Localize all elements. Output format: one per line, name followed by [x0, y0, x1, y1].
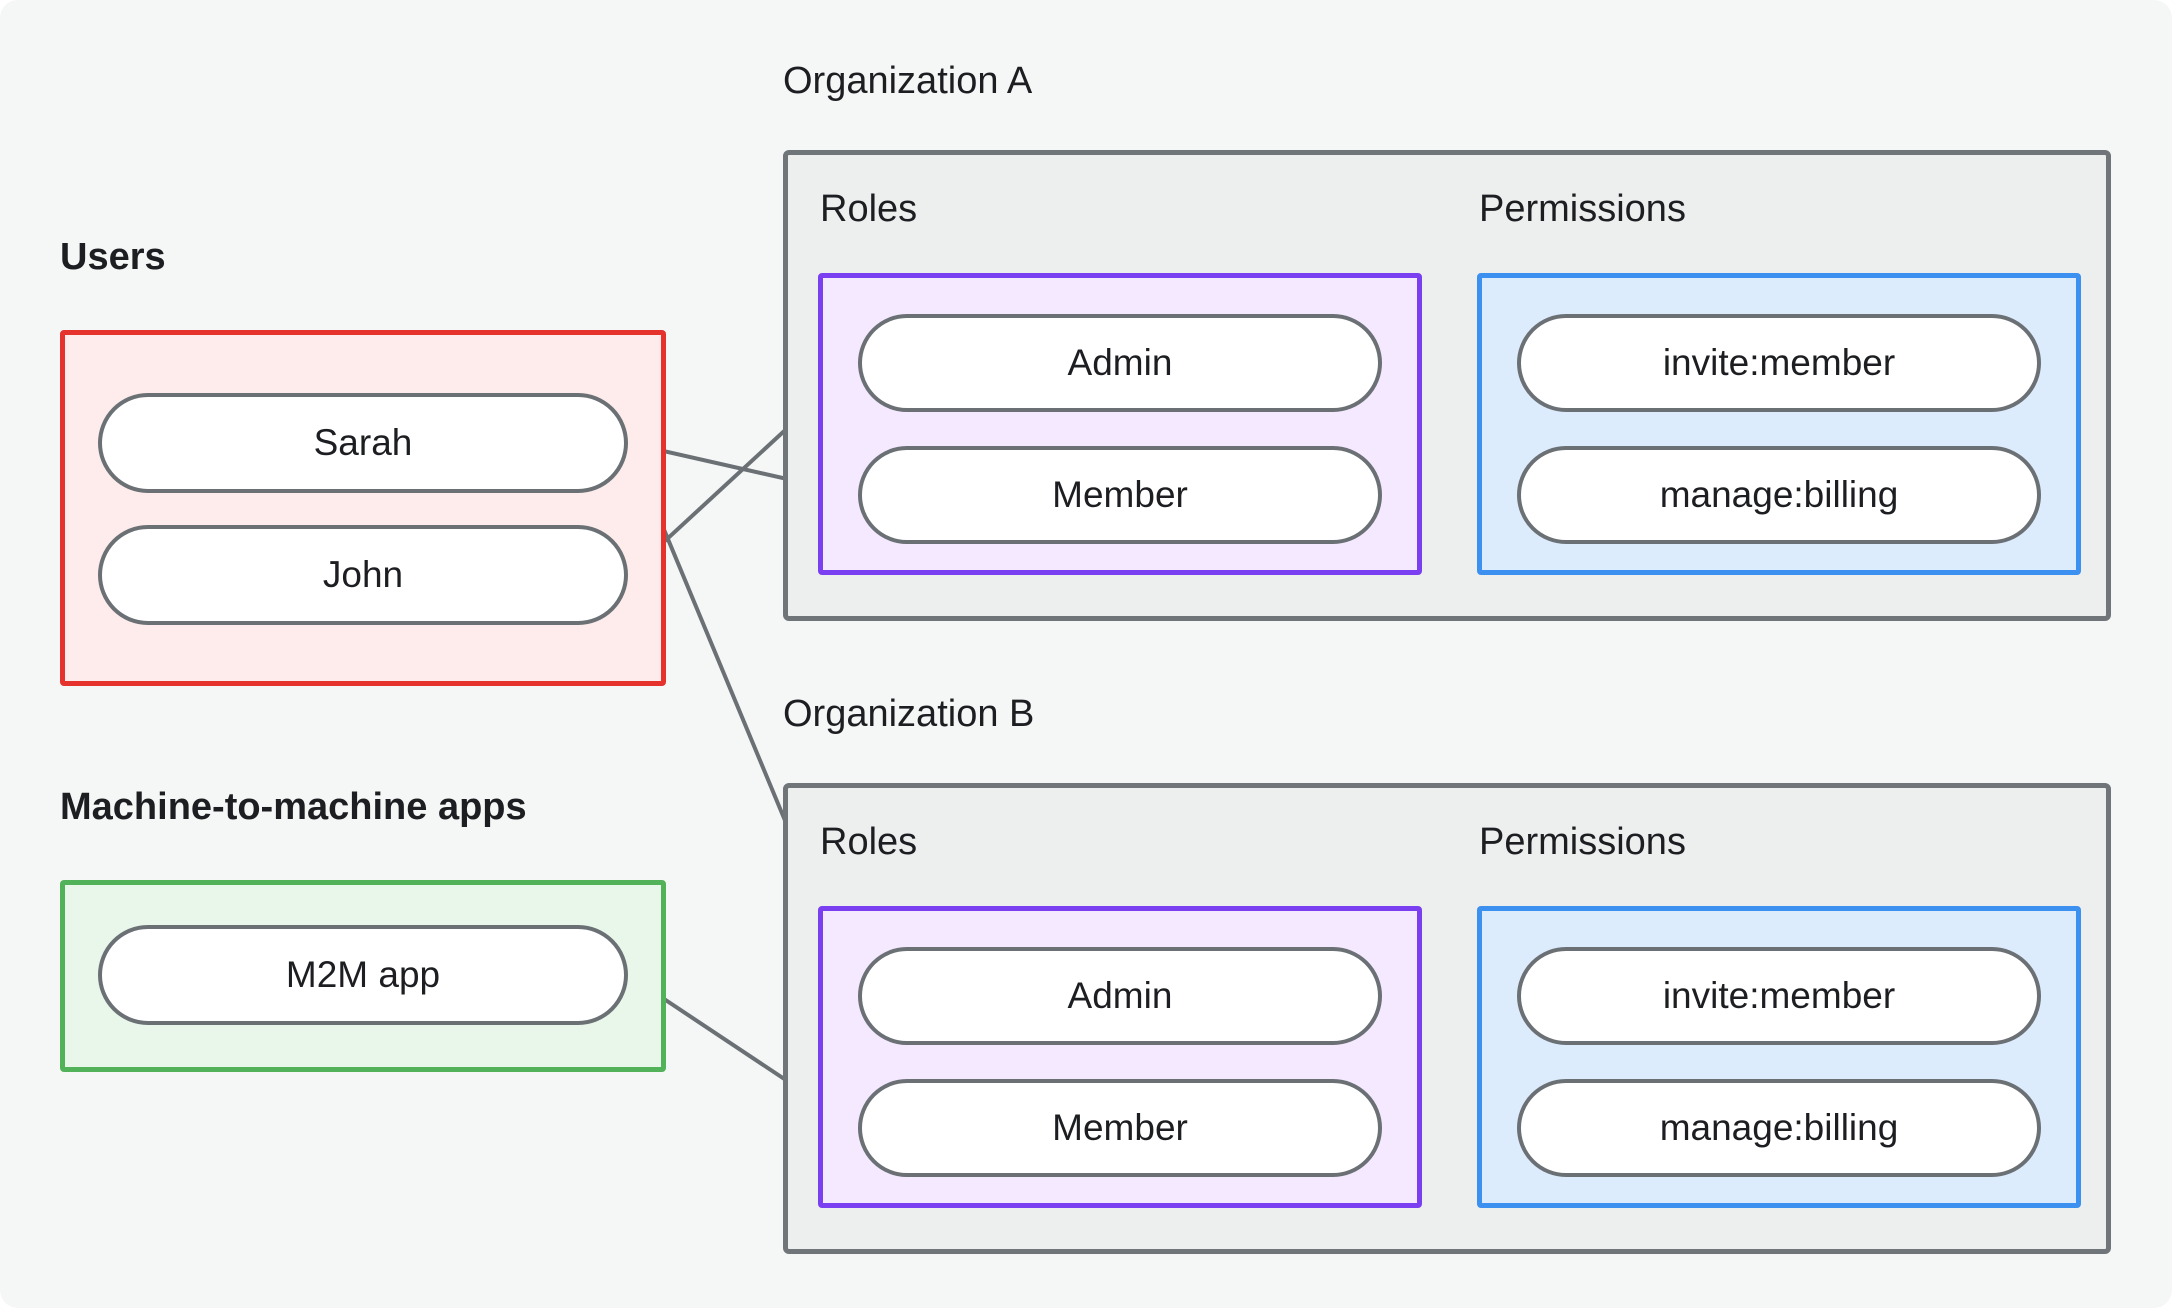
node-sarah[interactable]: Sarah	[98, 393, 628, 493]
org-b-permissions-label: Permissions	[1479, 821, 1686, 863]
node-m2m-app[interactable]: M2M app	[98, 925, 628, 1025]
org-a-roles-label: Roles	[820, 188, 918, 230]
org-b-roles-label: Roles	[820, 821, 918, 863]
org-a-permissions-label: Permissions	[1479, 188, 1686, 230]
node-org-a-role-admin[interactable]: Admin	[858, 314, 1382, 412]
node-org-a-perm-manage-billing[interactable]: manage:billing	[1517, 446, 2041, 544]
node-org-b-role-member[interactable]: Member	[858, 1079, 1382, 1177]
node-john[interactable]: John	[98, 525, 628, 625]
users-group-label: Users	[60, 236, 166, 278]
m2m-group-label: Machine-to-machine apps	[60, 786, 527, 828]
node-org-a-perm-invite-member[interactable]: invite:member	[1517, 314, 2041, 412]
node-org-b-perm-invite-member[interactable]: invite:member	[1517, 947, 2041, 1045]
users-container	[60, 330, 666, 686]
node-org-b-role-admin[interactable]: Admin	[858, 947, 1382, 1045]
org-b-label: Organization B	[783, 693, 1035, 735]
org-a-label: Organization A	[783, 60, 1033, 102]
node-org-b-perm-manage-billing[interactable]: manage:billing	[1517, 1079, 2041, 1177]
node-org-a-role-member[interactable]: Member	[858, 446, 1382, 544]
